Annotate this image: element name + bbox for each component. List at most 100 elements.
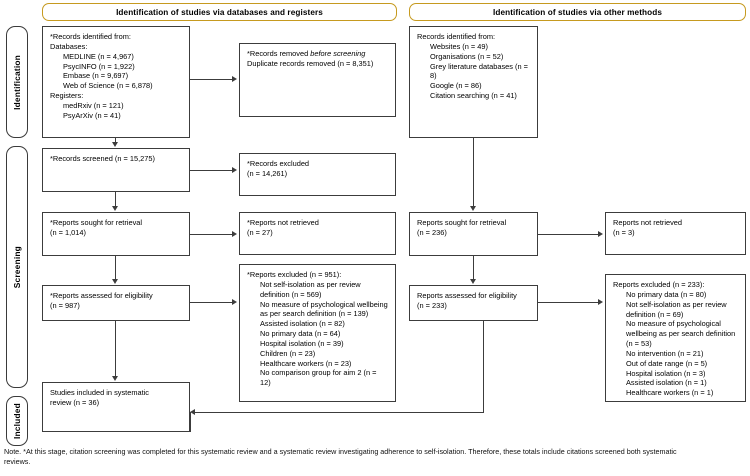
box-reports-not-retrieved: *Reports not retrieved (n = 27) [239,212,396,255]
records-removed-line1: *Records removed before screening [247,49,389,59]
reports-sought-line1: *Reports sought for retrieval [50,218,143,227]
exclusion-reason: Healthcare workers (n = 23) [260,358,352,368]
stage-label-screening: Screening [6,146,28,388]
exclusion-reason: No primary data (n = 64) [260,329,341,339]
exclusion-reason: Not self-isolation as per review definit… [260,279,363,299]
other-assessed-line2: (n = 233) [417,300,447,310]
reports-not-retrieved-line2: (n = 27) [247,227,273,237]
arrowhead-sought-to-assessed [112,279,118,284]
other-source-websites: Websites (n = 49) [430,41,488,51]
box-records-identified: *Records identified from: Databases: MED… [42,26,190,138]
arrowhead-other-identified-to-sought [470,206,476,211]
arrowhead-screened-to-excluded [232,167,237,173]
box-other-reports-sought: Reports sought for retrieval (n = 236) [409,212,538,256]
box-reports-assessed: *Reports assessed for eligibility (n = 9… [42,285,190,321]
database-embase: Embase (n = 9,697) [63,71,129,81]
box-other-reports-not-retrieved: Reports not retrieved (n = 3) [605,212,746,255]
other-not-retrieved-line2: (n = 3) [613,227,635,237]
studies-included-line1: Studies included in systematic [50,388,150,397]
other-exclusion-reason: Not self-isolation as per review definit… [626,299,729,319]
reports-sought-line2: (n = 1,014) [50,227,86,237]
arrowhead-other-assessed-to-included [190,409,195,415]
reports-assessed-line1: *Reports assessed for eligibility [50,291,153,300]
connector-sought-to-not-retrieved [190,234,232,236]
connector-screened-to-sought [115,192,117,206]
box-reports-excluded: *Reports excluded (n = 951): Not self-is… [239,264,396,402]
connector-identified-to-removed [190,79,232,81]
arrowhead-other-sought-to-not-retrieved [598,231,603,237]
database-medline: MEDLINE (n = 4,967) [63,51,134,61]
banner-other-methods: Identification of studies via other meth… [409,3,746,21]
box-studies-included: Studies included in systematic review (n… [42,382,190,432]
banner-left-label: Identification of studies via databases … [116,7,323,17]
other-reports-sought-line2: (n = 236) [417,227,447,237]
reports-assessed-line2: (n = 987) [50,300,80,310]
arrowhead-assessed-to-included [112,376,118,381]
other-identified-title: Records identified from: [417,32,496,41]
arrowhead-other-assessed-to-excluded [598,299,603,305]
connector-other-sought-to-assessed [473,256,475,279]
exclusion-reason: Children (n = 23) [260,348,316,358]
connector-included-left-stub [190,412,192,432]
other-exclusion-reason: No measure of psychological wellbeing as… [626,319,738,349]
connector-other-identified-to-sought [473,138,475,206]
arrowhead-sought-to-not-retrieved [232,231,237,237]
connector-other-assessed-to-excluded [538,302,598,304]
arrowhead-assessed-to-excluded [232,299,237,305]
connector-assessed-to-excluded [190,302,232,304]
databases-label: Databases: [50,41,88,51]
other-excluded-title: Reports excluded (n = 233): [613,280,705,289]
database-web-of-science: Web of Science (n = 6,878) [63,81,153,91]
connector-other-assessed-to-included [195,412,484,414]
other-source-grey-literature: Grey literature databases (n = 8) [430,61,531,81]
duplicate-records-removed: Duplicate records removed (n = 8,351) [247,58,374,68]
other-exclusion-reason: No primary data (n = 80) [626,289,707,299]
other-reports-sought-line1: Reports sought for retrieval [417,218,507,227]
connector-other-assessed-down [483,321,485,413]
register-medrxiv: medRxiv (n = 121) [63,100,124,110]
connector-other-sought-to-not-retrieved [538,234,598,236]
register-psyarxiv: PsyArXiv (n = 41) [63,110,121,120]
box-records-screened: *Records screened (n = 15,275) [42,148,190,192]
box-other-reports-assessed: Reports assessed for eligibility (n = 23… [409,285,538,321]
exclusion-reason: No comparison group for aim 2 (n = 12) [260,368,379,388]
box-other-records-identified: Records identified from: Websites (n = 4… [409,26,538,138]
records-removed-emphasis: before screening [310,49,366,58]
footnote-note: Note. *At this stage, citation screening… [4,447,677,467]
other-exclusion-reason: Assisted isolation (n = 1) [626,378,707,388]
connector-assessed-to-included [115,321,117,376]
stage-screening-text: Screening [12,245,22,289]
connector-identified-to-screened [115,138,117,143]
arrowhead-identified-to-screened [112,142,118,147]
arrowhead-screened-to-sought [112,206,118,211]
other-exclusion-reason: Out of date range (n = 5) [626,358,708,368]
other-source-citation-searching: Citation searching (n = 41) [430,91,517,101]
other-assessed-line1: Reports assessed for eligibility [417,291,517,300]
connector-sought-to-assessed [115,256,117,279]
exclusion-reason: Assisted isolation (n = 82) [260,319,345,329]
database-psycinfo: PsycINFO (n = 1,922) [63,61,135,71]
box-records-excluded: *Records excluded (n = 14,261) [239,153,396,196]
arrowhead-identified-to-removed [232,76,237,82]
connector-screened-to-excluded [190,170,232,172]
other-exclusion-reason: Healthcare workers (n = 1) [626,388,714,398]
other-source-google: Google (n = 86) [430,81,482,91]
stage-label-identification: Identification [6,26,28,138]
box-other-reports-excluded: Reports excluded (n = 233): No primary d… [605,274,746,402]
other-not-retrieved-line1: Reports not retrieved [613,218,683,227]
banner-right-label: Identification of studies via other meth… [493,7,662,17]
records-excluded-line1: *Records excluded [247,159,310,168]
stage-identification-text: Identification [12,54,22,110]
arrowhead-other-sought-to-assessed [470,279,476,284]
registers-label: Registers: [50,91,84,101]
studies-included-line2: review (n = 36) [50,397,100,407]
records-excluded-line2: (n = 14,261) [247,168,288,178]
records-removed-prefix: *Records removed [247,49,311,58]
other-exclusion-reason: No intervention (n = 21) [626,348,704,358]
stage-included-text: Included [12,402,22,440]
banner-databases-registers: Identification of studies via databases … [42,3,397,21]
stage-label-included: Included [6,396,28,446]
box-reports-sought: *Reports sought for retrieval (n = 1,014… [42,212,190,256]
exclusion-reason: No measure of psychological wellbeing as… [260,299,390,319]
records-identified-title: *Records identified from: [50,32,131,41]
